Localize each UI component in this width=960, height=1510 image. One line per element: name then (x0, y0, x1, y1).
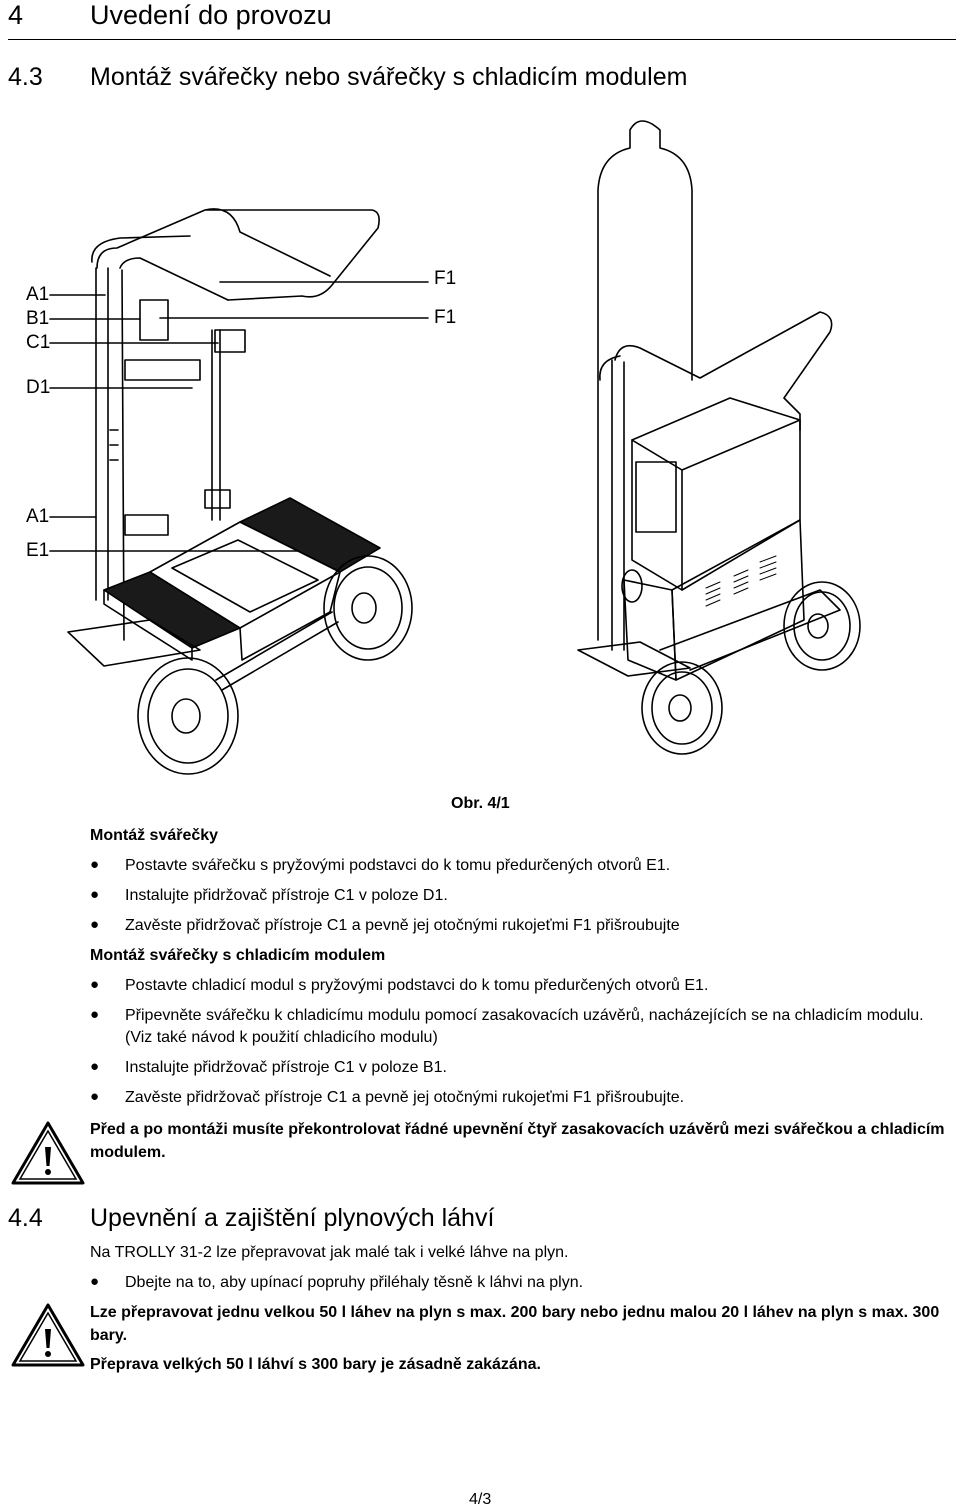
section-4-4-intro: Na TROLLY 31-2 lze přepravovat jak malé … (90, 1244, 569, 1261)
chapter-number: 4 (8, 0, 24, 30)
bullet-dot-icon: ● (90, 886, 100, 903)
figure-label-a1: A1 (26, 284, 50, 305)
section-number-4-4: 4.4 (8, 1204, 43, 1232)
mount-cooling-heading: Montáž svářečky s chladicím modulem (90, 947, 386, 964)
section-4-4-step-1: Dbejte na to, aby upínací popruhy přiléh… (125, 1274, 584, 1291)
warning-triangle-icon (11, 1121, 85, 1185)
mount-welder-step-2: Instalujte přidržovač přístroje C1 v pol… (125, 887, 448, 904)
bullet-dot-icon: ● (90, 976, 100, 993)
warning-gas-bottles-line-1: Lze přepravovat jednu velkou 50 l láhev … (90, 1304, 940, 1321)
mount-welder-step-1: Postavte svářečku s pryžovými podstavci … (125, 857, 671, 874)
figure-label-f1-top: F1 (434, 268, 457, 289)
section-title-4-4: Upevnění a zajištění plynových láhví (90, 1204, 495, 1232)
bullet-dot-icon: ● (90, 1273, 100, 1290)
bullet-dot-icon: ● (90, 856, 100, 873)
section-title: Montáž svářečky nebo svářečky s chladicí… (90, 63, 688, 91)
warning-gas-bottles-line-2: bary. (90, 1327, 128, 1344)
warning-gas-bottles-line-3: Přeprava velkých 50 l láhví s 300 bary j… (90, 1356, 541, 1373)
mount-cooling-step-2-note: (Viz také návod k použití chladicího mod… (125, 1029, 438, 1046)
warning-check-locks-line-2: modulem. (90, 1144, 166, 1161)
mount-welder-step-3: Zavěste přidržovač přístroje C1 a pevně … (125, 917, 680, 934)
figure-label-e1: E1 (26, 540, 50, 561)
mount-welder-heading: Montáž svářečky (90, 827, 219, 844)
bullet-dot-icon: ● (90, 1088, 100, 1105)
figure-label-c1: C1 (26, 332, 51, 353)
figure-label-a1-lower: A1 (26, 506, 50, 527)
mount-cooling-step-3: Instalujte přidržovač přístroje C1 v pol… (125, 1059, 447, 1076)
section-number: 4.3 (8, 63, 43, 91)
mount-cooling-step-4: Zavěste přidržovač přístroje C1 a pevně … (125, 1089, 685, 1106)
bullet-dot-icon: ● (90, 916, 100, 933)
bullet-dot-icon: ● (90, 1058, 100, 1075)
figure-caption: Obr. 4/1 (451, 795, 510, 812)
mount-cooling-step-2: Připevněte svářečku k chladicímu modulu … (125, 1007, 924, 1024)
bullet-dot-icon: ● (90, 1006, 100, 1023)
mount-cooling-step-1: Postavte chladicí modul s pryžovými pods… (125, 977, 709, 994)
trolley-illustration (49, 120, 861, 775)
page-number: 4/3 (469, 1491, 492, 1508)
figure-label-b1: B1 (26, 308, 50, 329)
warning-check-locks-line-1: Před a po montáži musíte překontrolovat … (90, 1121, 945, 1138)
figure-label-d1: D1 (26, 377, 51, 398)
figure-label-f1-bottom: F1 (434, 307, 457, 328)
warning-triangle-icon (11, 1303, 85, 1367)
chapter-title: Uvedení do provozu (90, 0, 332, 30)
header-rule (8, 39, 956, 40)
